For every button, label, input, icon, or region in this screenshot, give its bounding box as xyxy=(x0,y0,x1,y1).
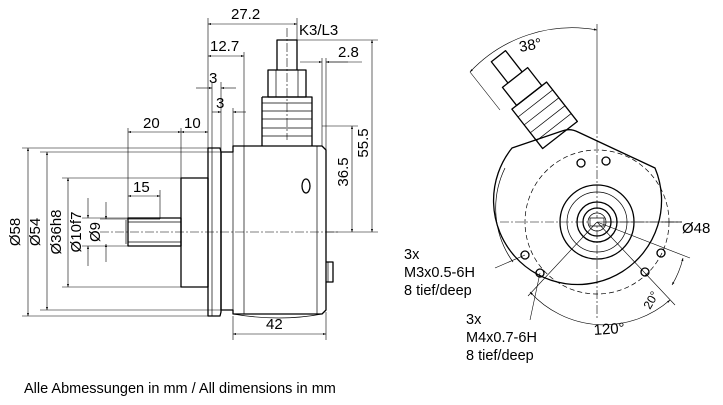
dim-d48: Ø48 xyxy=(682,220,710,237)
front-cable-gland xyxy=(490,50,578,150)
centering-collar xyxy=(180,177,209,288)
footer-note: Alle Abmessungen in mm / All dimensions … xyxy=(24,381,336,397)
dim-55-5: 55.5 xyxy=(355,128,372,157)
dim-angle-38: 38° xyxy=(518,35,543,56)
dim-42: 42 xyxy=(266,316,283,333)
front-housing xyxy=(492,129,663,286)
note-m4-depth: 8 tief/deep xyxy=(466,348,534,364)
dim-12-7: 12.7 xyxy=(210,38,239,55)
dim-36-5: 36.5 xyxy=(335,157,352,186)
dim-d9: Ø9 xyxy=(87,222,104,242)
housing-screw xyxy=(301,178,311,194)
angle-20-arc xyxy=(671,257,684,286)
threaded-holes xyxy=(520,156,666,278)
angle-38-arc xyxy=(469,27,598,73)
front-view xyxy=(469,24,691,326)
note-m3-depth: 8 tief/deep xyxy=(404,283,472,299)
diameter-dimensions xyxy=(22,147,221,317)
dim-20: 20 xyxy=(143,115,160,132)
note-m4-thread: M4x0.7-6H xyxy=(466,330,537,346)
note-m3-thread: M3x0.5-6H xyxy=(404,265,475,281)
housing xyxy=(220,145,327,315)
dim-27-2: 27.2 xyxy=(231,6,260,23)
length-dimensions xyxy=(127,18,378,340)
dim-3-lower: 3 xyxy=(216,95,224,112)
dim-angle-20: 20° xyxy=(640,289,661,312)
rear-connector xyxy=(326,261,334,283)
dim-10: 10 xyxy=(184,115,201,132)
dim-3-upper: 3 xyxy=(209,70,217,87)
dim-d10f7: Ø10f7 xyxy=(68,212,85,253)
dim-d36h8: Ø36h8 xyxy=(48,209,65,254)
dim-2-8: 2.8 xyxy=(338,44,359,61)
dim-d54: Ø54 xyxy=(27,218,44,246)
dim-angle-120: 120° xyxy=(593,320,625,339)
angle-120-arc xyxy=(529,291,671,326)
dim-d58: Ø58 xyxy=(7,218,24,246)
side-view: Ø58 Ø54 Ø36h8 Ø10f7 Ø9 xyxy=(7,6,378,340)
dim-15: 15 xyxy=(133,179,150,196)
note-m4-count: 3x xyxy=(466,312,482,328)
note-m3-count: 3x xyxy=(404,247,420,263)
dim-cable-type: K3/L3 xyxy=(299,22,338,39)
